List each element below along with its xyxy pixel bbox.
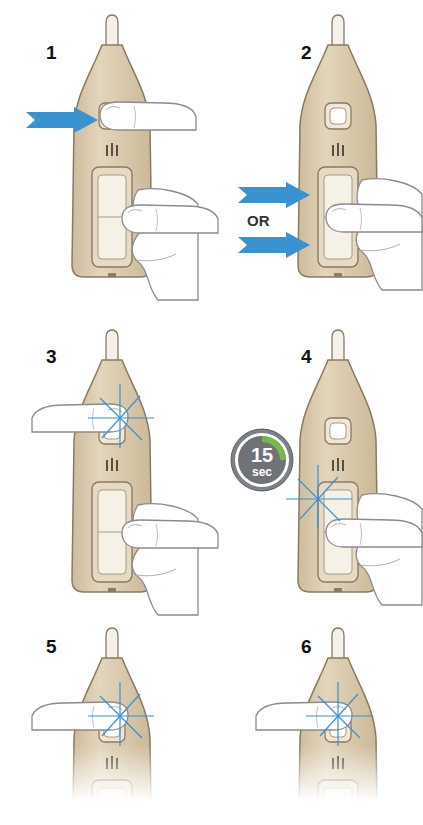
step-number: 4: [301, 347, 312, 366]
step-number: 1: [46, 43, 57, 62]
panel-four: [231, 330, 422, 605]
panel-two: [238, 15, 422, 290]
step-number: 5: [46, 637, 57, 656]
step-number: 6: [301, 637, 312, 656]
bottom-fade: [0, 745, 423, 825]
alternative-note: OR: [247, 213, 270, 228]
panel-three: [32, 330, 218, 615]
step-number: 2: [301, 43, 312, 62]
timer-value: 15: [251, 445, 273, 465]
panel-one: [26, 15, 218, 300]
step-number: 3: [46, 347, 57, 366]
timer-unit: sec: [252, 466, 272, 478]
